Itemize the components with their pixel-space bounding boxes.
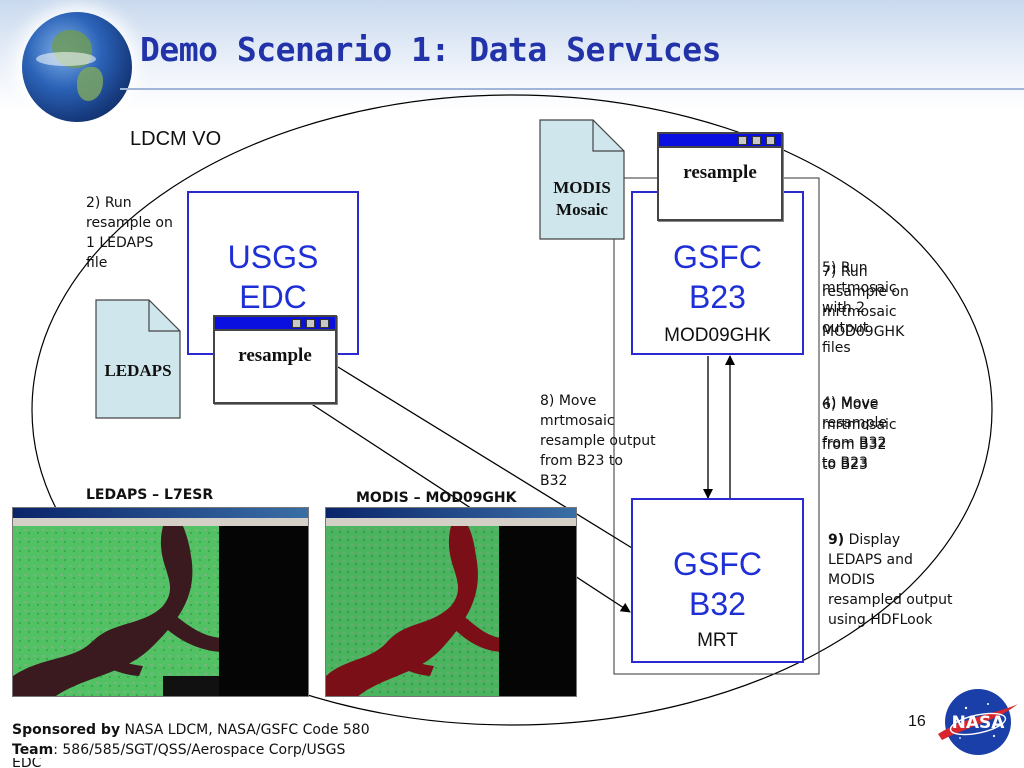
satellite-image (326, 526, 501, 696)
window-titlebar (215, 317, 335, 331)
window-titlebar (659, 134, 781, 148)
ldcm-vo-boundary (31, 94, 993, 726)
site-sublabel: MRT (697, 630, 738, 651)
document-label: LEDAPS (104, 361, 172, 380)
note-step-4: 4) Move resample from B32 to B23 (822, 395, 887, 471)
minimize-icon (292, 319, 301, 328)
slide-title: Demo Scenario 1: Data Services (140, 30, 722, 69)
ldcm-vo-label: LDCM VO (130, 128, 222, 150)
note-step-7: 7) Run resample on mrtmosaic MOD09GHK (822, 264, 909, 340)
screenshot-modis-viewer (325, 507, 577, 697)
satellite-image (13, 526, 221, 696)
window-label: resample (238, 345, 312, 366)
site-sublabel: MOD09GHK (664, 325, 771, 346)
note-step-5: 5) Run mrtmosaic with 2 output files (822, 260, 897, 356)
viewer-side-panel (219, 526, 308, 696)
document-icon (95, 299, 181, 419)
maximize-icon (306, 319, 315, 328)
note-step-8: 8) Move mrtmosaic resample output from B… (540, 393, 656, 489)
resample-window-usgs: resample (213, 315, 337, 404)
footer-team-continued: EDC (12, 758, 42, 768)
site-gsfc-b32: GSFC B32 MRT (631, 498, 804, 663)
document-icon (539, 119, 625, 240)
site-name-line1: USGS (227, 239, 319, 275)
site-name-line2: B23 (689, 279, 746, 315)
document-ledaps: LEDAPS (95, 299, 181, 419)
team-label: Team (12, 742, 54, 758)
sponsored-label: Sponsored by (12, 722, 121, 738)
nasa-logo-icon: NASA (938, 689, 1018, 755)
screenshot-ledaps-viewer (12, 507, 309, 697)
note-step-6: 6) Move mrtmosaic from B32 to B23 (822, 397, 897, 473)
caption-modis: MODIS – MOD09GHK (356, 490, 517, 506)
site-name-line2: EDC (239, 279, 307, 315)
resample-window-gsfc: resample (657, 132, 783, 221)
window-label: resample (683, 162, 757, 183)
maximize-icon (752, 136, 761, 145)
document-modis-mosaic: MODIS Mosaic (539, 119, 625, 240)
close-icon (766, 136, 775, 145)
note-step-9-text: Display LEDAPS and MODIS resampled outpu… (828, 532, 953, 628)
viewer-side-panel (499, 526, 576, 696)
site-name-line1: GSFC (673, 239, 762, 275)
arrow-resample-to-b32 (337, 366, 633, 549)
footer-sponsored: Sponsored by NASA LDCM, NASA/GSFC Code 5… (12, 720, 370, 740)
minimize-icon (738, 136, 747, 145)
footer-team: Team: 586/585/SGT/QSS/Aerospace Corp/USG… (12, 740, 345, 760)
caption-ledaps: LEDAPS – L7ESR (86, 487, 214, 503)
site-name-line1: GSFC (673, 546, 762, 582)
svg-text:NASA: NASA (952, 713, 1006, 733)
note-step-2: 2) Run resample on 1 LEDAPS file (86, 195, 173, 271)
note-step-9-number: 9) (828, 532, 845, 548)
page-number: 16 (908, 713, 926, 730)
note-step-9: 9) Display LEDAPS and MODIS resampled ou… (828, 530, 952, 630)
document-label: MODIS Mosaic (553, 178, 611, 219)
site-name-line2: B32 (689, 586, 746, 622)
sponsored-text: NASA LDCM, NASA/GSFC Code 580 (120, 722, 370, 738)
team-text: : 586/585/SGT/QSS/Aerospace Corp/USGS (53, 742, 346, 758)
earth-globe-icon (22, 12, 132, 122)
close-icon (320, 319, 329, 328)
title-divider (120, 88, 1024, 90)
